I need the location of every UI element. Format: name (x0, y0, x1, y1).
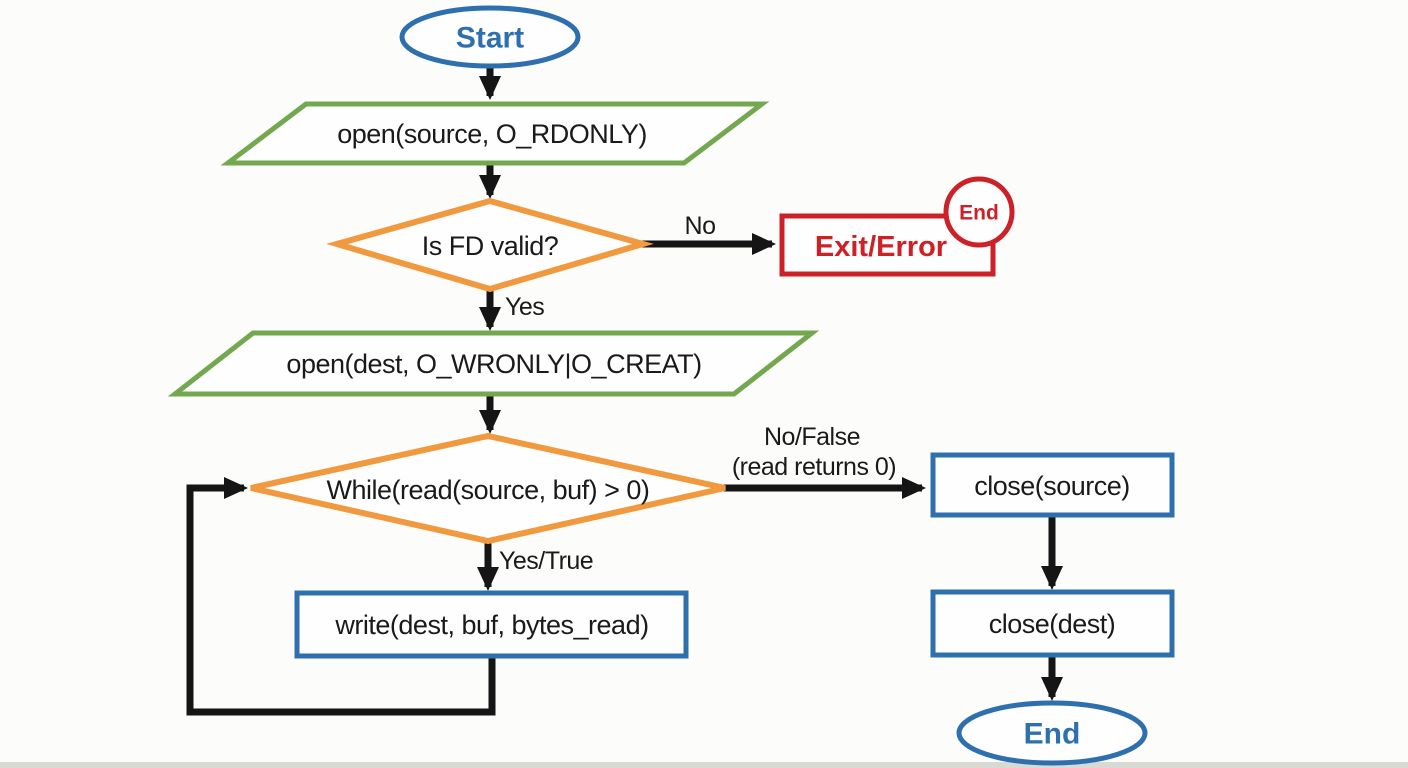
close-dest-box (930, 589, 1175, 658)
edge-label-read-returns-0: (read returns 0) (732, 453, 896, 481)
edges (186, 67, 1063, 716)
close-dest-label: close(dest) (989, 609, 1116, 639)
while-read-label: While(read(source, buf) > 0) (327, 475, 650, 505)
fd-valid-label: Is FD valid? (422, 231, 559, 261)
open-dest-parallelogram (167, 330, 820, 397)
node-fd-valid: Is FD valid? (326, 197, 654, 293)
exit-error-end-badge-label: End (959, 202, 999, 225)
open-dest-label: open(dest, O_WRONLY|O_CREAT) (286, 349, 701, 379)
end-label: End (1024, 718, 1081, 751)
node-open-source: open(source, O_RDONLY) (220, 101, 770, 166)
exit-error-end-badge (943, 176, 1015, 248)
open-source-label: open(source, O_RDONLY) (337, 119, 647, 149)
edge-write-loop-back-to-while (186, 477, 496, 716)
while-read-diamond (250, 432, 726, 545)
start-terminator-shape (399, 5, 581, 69)
close-source-box (930, 452, 1175, 518)
node-start: Start (399, 5, 581, 69)
close-source-label: close(source) (974, 471, 1130, 501)
node-close-source: close(source) (930, 452, 1175, 518)
bottom-crop-artifact (0, 762, 1408, 768)
edge-label-no: No (685, 212, 716, 240)
node-exit-error: Exit/Error End (779, 176, 1015, 277)
node-open-dest: open(dest, O_WRONLY|O_CREAT) (167, 330, 820, 397)
node-close-dest: close(dest) (930, 589, 1175, 658)
fd-valid-diamond (326, 197, 654, 293)
edge-label-no-false: No/False (764, 423, 860, 451)
exit-error-label: Exit/Error (815, 231, 947, 263)
end-terminator-shape (956, 700, 1148, 766)
edge-label-yes-true: Yes/True (499, 547, 593, 575)
edge-label-yes: Yes (505, 293, 544, 321)
node-end: End (956, 700, 1148, 766)
write-dest-box (294, 590, 689, 659)
node-write-dest: write(dest, buf, bytes_read) (294, 590, 689, 659)
write-dest-label: write(dest, buf, bytes_read) (334, 610, 648, 640)
edge-labels: No Yes Yes/True No/False (read returns 0… (499, 212, 897, 575)
start-label: Start (456, 22, 524, 55)
node-while-read: While(read(source, buf) > 0) (250, 432, 726, 545)
open-source-parallelogram (220, 101, 770, 166)
